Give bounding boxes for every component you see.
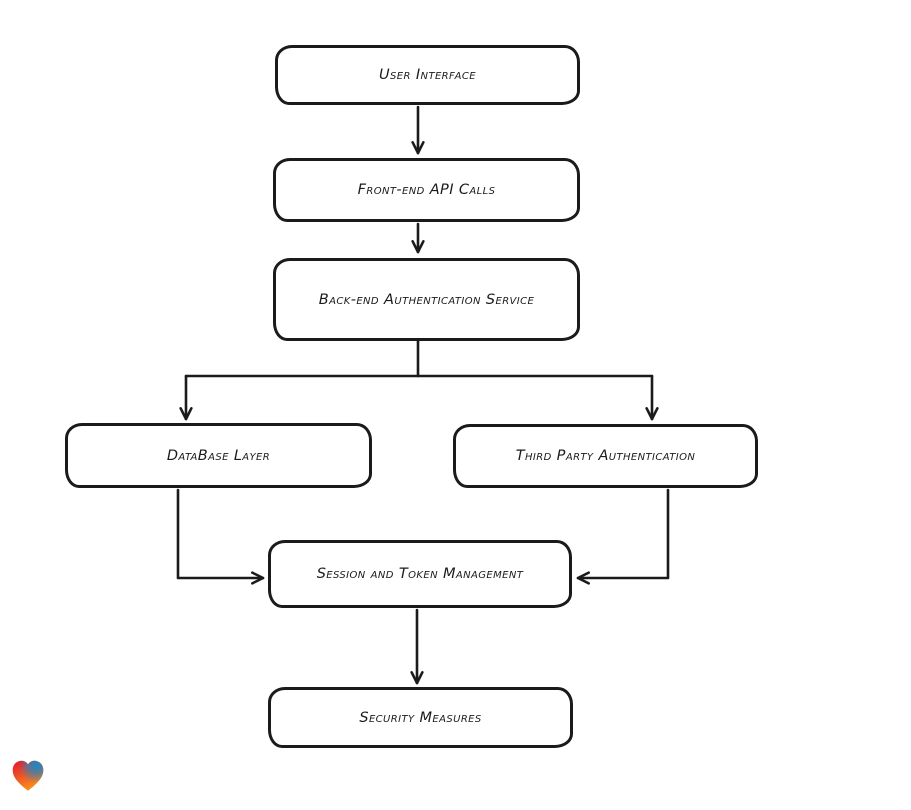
node-label-third-party-authentication: Third Party Authentication: [515, 448, 696, 464]
node-security-measures: Security Measures: [268, 687, 573, 748]
node-label-database-layer: DataBase Layer: [166, 447, 271, 464]
node-third-party-authentication: Third Party Authentication: [453, 424, 758, 488]
node-label-back-end-authentication-service: Back-end Authentication Service: [318, 291, 535, 308]
edge-third-party-to-session-management: [576, 488, 670, 585]
node-user-interface: User Interface: [275, 45, 580, 105]
node-back-end-authentication-service: Back-end Authentication Service: [273, 258, 580, 341]
edge-database-layer-to-session-management: [176, 488, 265, 585]
node-database-layer: DataBase Layer: [65, 423, 372, 488]
node-front-end-api-calls: Front-end API Calls: [273, 158, 580, 222]
node-label-front-end-api-calls: Front-end API Calls: [357, 182, 496, 198]
node-label-user-interface: User Interface: [379, 67, 476, 83]
node-label-session-and-token-management: Session and Token Management: [316, 566, 524, 582]
node-label-security-measures: Security Measures: [359, 709, 482, 726]
heart-logo-icon: [9, 757, 47, 795]
node-session-and-token-management: Session and Token Management: [268, 540, 572, 608]
